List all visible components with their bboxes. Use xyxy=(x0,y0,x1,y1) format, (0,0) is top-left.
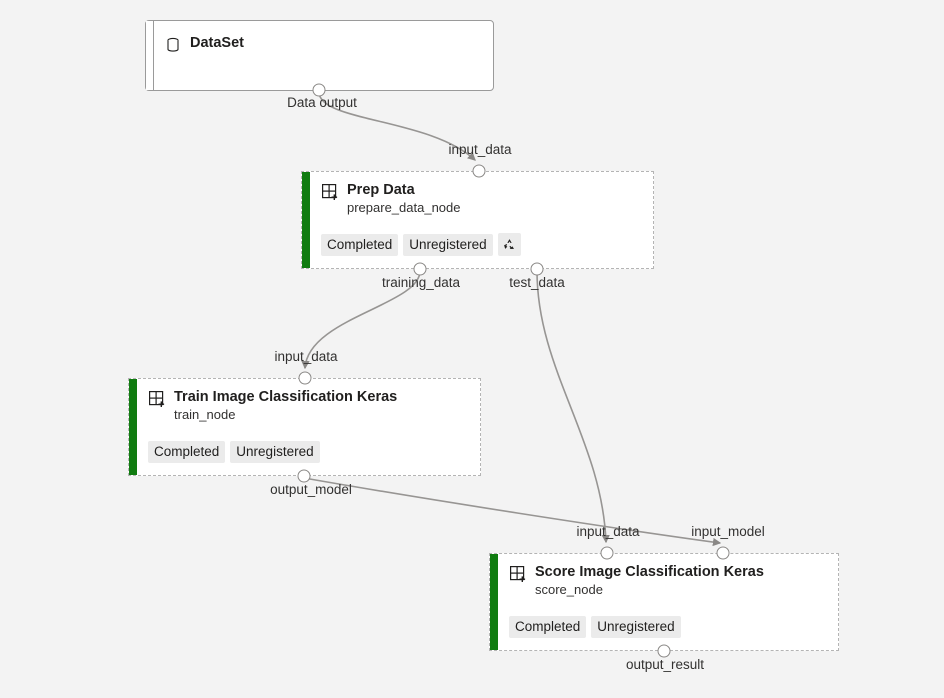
status-badge-completed[interactable]: Completed xyxy=(148,441,226,463)
port-label-score-in-model: input_model xyxy=(691,524,765,539)
module-grid-icon xyxy=(510,566,526,582)
node-title: Score Image Classification Keras xyxy=(535,564,764,580)
port-prep-out-test[interactable] xyxy=(530,262,544,276)
port-train-out[interactable] xyxy=(297,469,311,483)
port-label-dataset-out: Data output xyxy=(287,95,357,110)
pipeline-node-prep-data[interactable]: Prep Data prepare_data_node Completed Un… xyxy=(301,171,654,269)
node-status-bar xyxy=(490,554,498,650)
port-train-in[interactable] xyxy=(298,371,312,385)
port-prep-in[interactable] xyxy=(472,164,486,178)
node-status-bar xyxy=(146,21,154,90)
port-score-in-model[interactable] xyxy=(716,546,730,560)
status-badge-completed[interactable]: Completed xyxy=(321,233,399,256)
port-label-prep-out-test: test_data xyxy=(509,275,565,290)
status-badge-registration[interactable]: Unregistered xyxy=(403,233,493,256)
port-label-prep-in: input_data xyxy=(448,142,512,157)
edge-prep-out-test-to-score-in-data xyxy=(536,270,610,544)
pipeline-node-dataset[interactable]: DataSet xyxy=(145,20,494,91)
node-subtitle: train_node xyxy=(174,407,236,422)
port-label-score-in-data: input_data xyxy=(576,524,640,539)
status-badge-registration[interactable]: Unregistered xyxy=(591,616,681,638)
edge-train-out-to-score-in-model xyxy=(303,477,722,547)
status-badge-registration[interactable]: Unregistered xyxy=(230,441,320,463)
node-badges: Completed Unregistered xyxy=(509,616,681,638)
node-badges: Completed Unregistered xyxy=(321,233,521,256)
pipeline-node-score[interactable]: Score Image Classification Keras score_n… xyxy=(489,553,839,651)
database-icon xyxy=(167,37,179,52)
port-label-score-out: output_result xyxy=(625,657,705,672)
node-title: Prep Data xyxy=(347,182,415,198)
node-subtitle: score_node xyxy=(535,582,603,597)
node-badges: Completed Unregistered xyxy=(148,441,320,463)
node-title: Train Image Classification Keras xyxy=(174,389,398,405)
pipeline-node-train[interactable]: Train Image Classification Keras train_n… xyxy=(128,378,481,476)
node-status-bar xyxy=(129,379,137,475)
node-status-bar xyxy=(302,172,310,268)
port-score-in-data[interactable] xyxy=(600,546,614,560)
status-badge-completed[interactable]: Completed xyxy=(509,616,587,638)
reuse-recycle-icon xyxy=(503,239,514,249)
node-title: DataSet xyxy=(190,35,244,51)
port-label-train-in: input_data xyxy=(274,349,338,364)
port-dataset-out[interactable] xyxy=(312,83,326,97)
node-subtitle: prepare_data_node xyxy=(347,200,461,215)
port-prep-out-train[interactable] xyxy=(413,262,427,276)
port-label-train-out: output_model xyxy=(270,482,352,497)
port-score-out[interactable] xyxy=(657,644,671,658)
module-grid-icon xyxy=(149,391,165,407)
module-grid-icon xyxy=(322,184,338,200)
port-label-prep-out-train: training_data xyxy=(381,275,461,290)
reuse-recycle-icon-badge[interactable] xyxy=(497,233,521,256)
